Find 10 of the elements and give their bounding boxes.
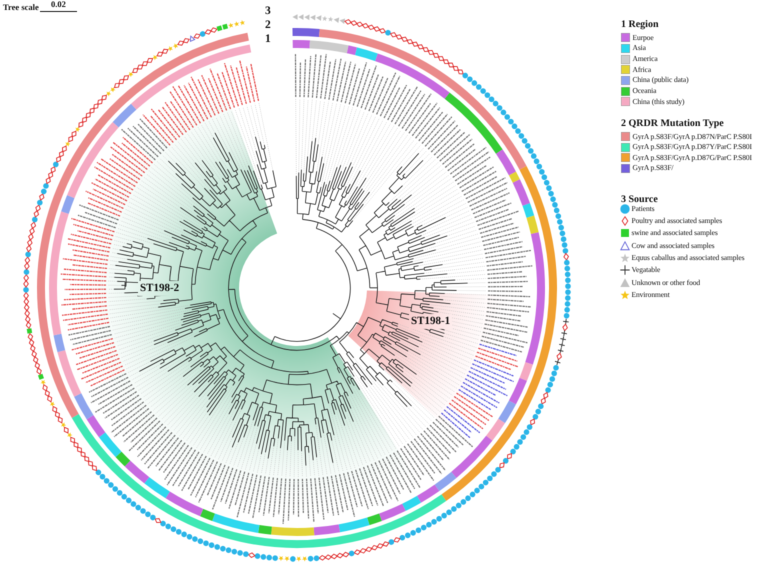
clade-label: ST198-1 [411, 316, 450, 327]
legend-heading: 1 Region [621, 20, 658, 30]
ring-number: 3 [265, 6, 271, 18]
scale-title: Tree scale [3, 3, 39, 12]
ring-number: 2 [265, 20, 271, 32]
legend-heading: 3 Source [621, 195, 658, 205]
legend-heading: 2 QRDR Mutation Type [621, 118, 724, 128]
ring-number: 1 [265, 34, 271, 46]
scale-value: 0.02 [51, 0, 66, 8]
clade-label: ST198-2 [140, 282, 180, 294]
